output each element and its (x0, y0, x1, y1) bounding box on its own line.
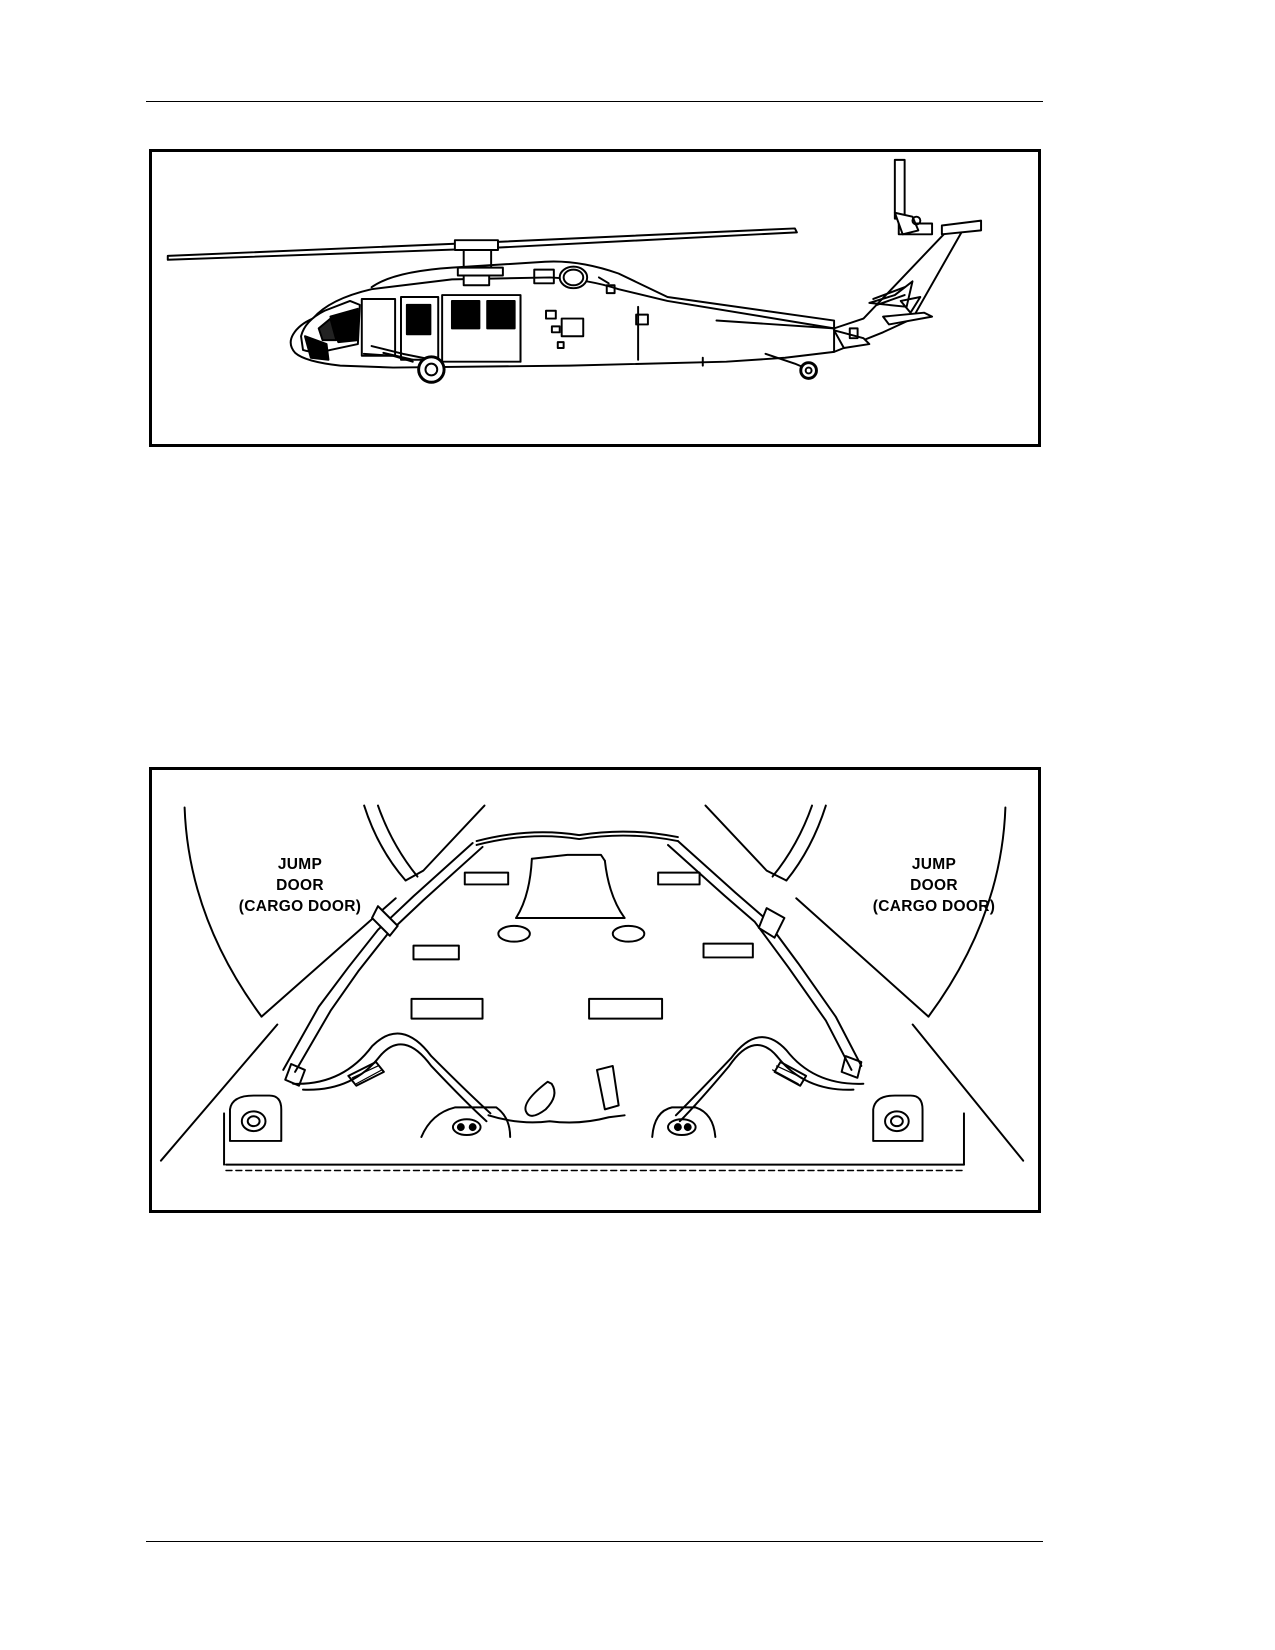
helicopter-figure (149, 149, 1041, 447)
right-door-label-line3: (CARGO DOOR) (872, 898, 996, 915)
right-door-label: JUMP DOOR (CARGO DOOR) (844, 854, 1024, 917)
right-door-label-line1: JUMP (911, 856, 957, 873)
cabin-figure: JUMP DOOR (CARGO DOOR) JUMP DOOR (CARGO … (149, 767, 1041, 1213)
left-door-label-line1: JUMP (277, 856, 323, 873)
right-door-label-line2: DOOR (910, 877, 958, 894)
header-rule (146, 101, 1043, 102)
left-door-label-line2: DOOR (276, 877, 324, 894)
left-door-label-line3: (CARGO DOOR) (238, 898, 362, 915)
left-door-label: JUMP DOOR (CARGO DOOR) (210, 854, 390, 917)
helicopter-illustration-icon (166, 158, 983, 384)
footer-rule (146, 1541, 1043, 1542)
cabin-floor-tiedown-illustration-icon (159, 804, 1025, 1172)
